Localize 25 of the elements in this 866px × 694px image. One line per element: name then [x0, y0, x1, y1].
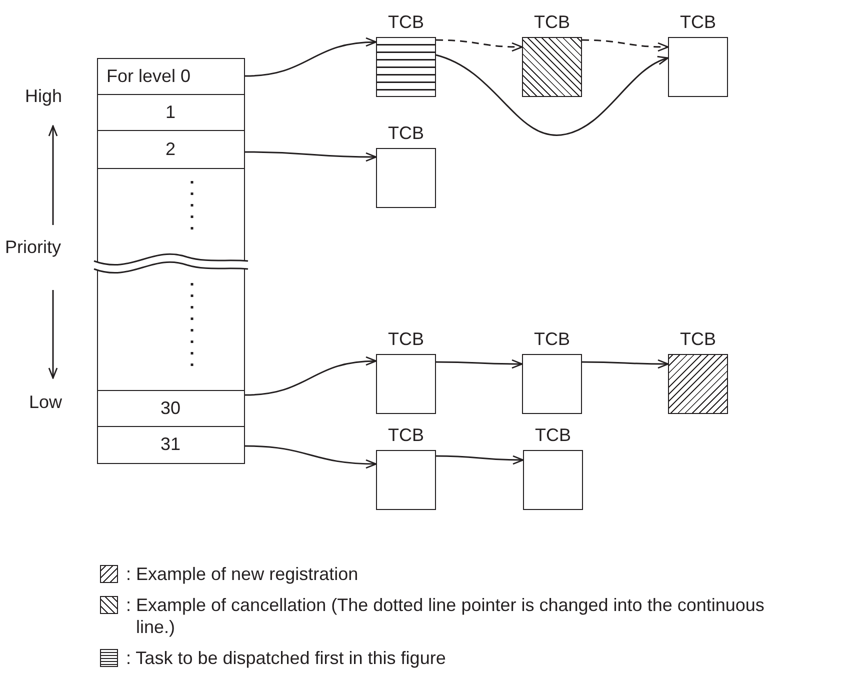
tcb-label: TCB	[679, 11, 717, 34]
pointer-arrow	[436, 54, 669, 136]
dashed-pointer-arrow	[436, 39, 523, 52]
pointer-arrow	[244, 445, 377, 468]
pointer-arrow	[582, 359, 669, 369]
legend-text: : Task to be dispatched first in this figure	[126, 647, 447, 669]
tcb-label: TCB	[387, 424, 425, 447]
axis-label: High	[25, 86, 62, 107]
axis-label: Low	[29, 392, 62, 413]
tcb-label: TCB	[534, 424, 572, 447]
pointer-arrow	[436, 455, 524, 465]
tcb-label: TCB	[533, 328, 571, 351]
legend-text: : Example of new registration	[126, 563, 360, 585]
tcb-label: TCB	[679, 328, 717, 351]
pointer-arrow	[244, 38, 377, 77]
legend-text: : Example of cancellation (The dotted line pointer is changed into the continuous line.)	[126, 594, 766, 638]
tcb-label: TCB	[387, 11, 425, 34]
pointer-arrow	[244, 356, 377, 396]
tcb-label: TCB	[387, 122, 425, 145]
pointer-arrow	[436, 359, 523, 369]
dashed-pointer-arrow	[582, 39, 669, 52]
pointer-arrow	[245, 151, 377, 162]
tcb-label: TCB	[387, 328, 425, 351]
tcb-label: TCB	[533, 11, 571, 34]
axis-label: Priority	[5, 237, 62, 258]
